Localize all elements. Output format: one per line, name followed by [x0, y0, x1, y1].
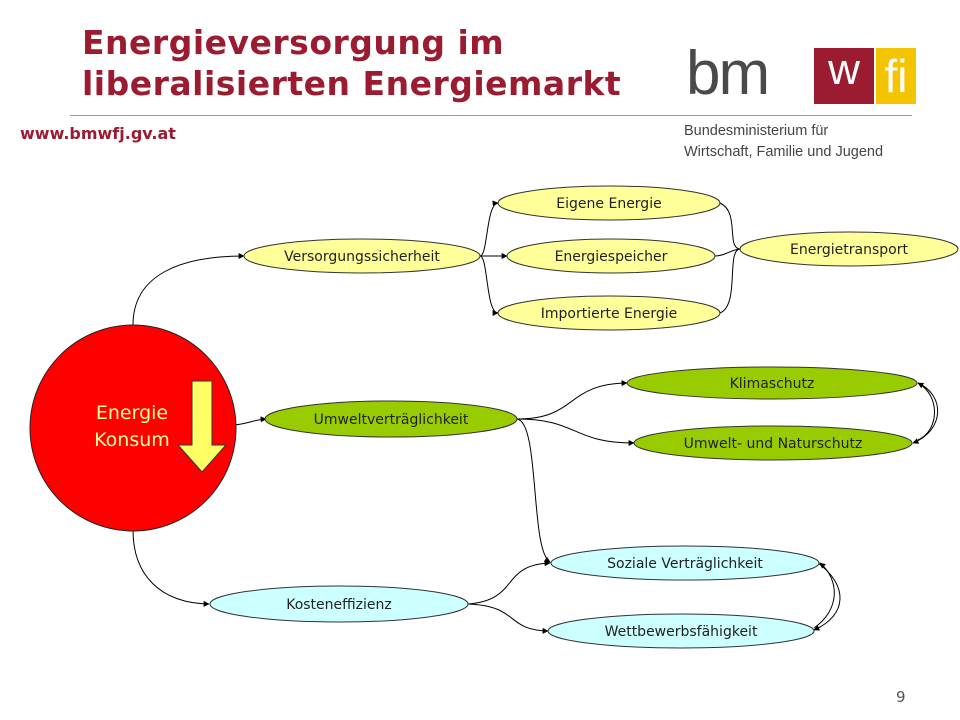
connector-center-versorgung [132, 253, 245, 326]
node-importierte-energie: Importierte Energie [497, 295, 721, 331]
down-arrow-icon [176, 380, 228, 473]
label-versorgungssicherheit: Versorgungssicherheit [284, 249, 440, 265]
node-versorgungssicherheit: Versorgungssicherheit [243, 238, 481, 274]
ministry-line-1: Bundesministerium für [684, 123, 829, 139]
energie-konsum-node: Energie Konsum [29, 324, 237, 532]
label-umwelt-naturschutz: Umwelt- und Naturschutz [684, 436, 863, 452]
connector-umwelt-sozial [516, 418, 551, 563]
connector-center-umwelt [231, 416, 267, 426]
center-label-line2: Konsum [94, 429, 170, 451]
label-soziale-vertraeglichkeit: Soziale Verträglichkeit [607, 556, 763, 572]
label-importierte-energie: Importierte Energie [541, 306, 678, 322]
connector-umwelt-klima [516, 380, 628, 420]
node-umwelt-naturschutz: Umwelt- und Naturschutz [633, 425, 913, 461]
connector-kosten-wettbewerb [467, 603, 549, 634]
label-energiespeicher: Energiespeicher [555, 249, 668, 265]
ministry-line-2: Wirtschaft, Familie und Jugend [684, 144, 884, 160]
website-url: www.bmwfj.gv.at [20, 124, 176, 143]
label-umweltvertraeglichkeit: Umweltverträglichkeit [314, 412, 469, 428]
logo-fi-box: fi [876, 48, 916, 104]
label-wettbewerbsfaehigkeit: Wettbewerbsfähigkeit [605, 624, 758, 640]
label-kosteneffizienz: Kosteneffizienz [286, 597, 392, 613]
node-wettbewerbsfaehigkeit: Wettbewerbsfähigkeit [547, 613, 815, 649]
node-energietransport: Energietransport [739, 231, 959, 267]
connector-kosten-sozial [467, 560, 551, 605]
slide-title: Energieversorgung im liberalisierten Ene… [82, 22, 621, 104]
label-energietransport: Energietransport [790, 242, 908, 258]
connector-klima-natur [912, 382, 939, 444]
logo-w-box: w [814, 48, 874, 104]
connector-sozial-wettbewerb [813, 562, 841, 631]
connector-speicher-transport [714, 248, 741, 257]
connector-versorgung-import [479, 255, 499, 316]
bmwfj-logo: bm w fi [686, 39, 916, 108]
connectors [132, 200, 939, 634]
connector-natur-klima [917, 382, 935, 441]
logo-bm: bm [686, 39, 770, 108]
center-label-line1: Energie [96, 402, 168, 424]
header-divider [70, 115, 912, 116]
connector-wettbewerb-sozial [813, 562, 835, 629]
connector-umwelt-natur [516, 418, 635, 446]
node-soziale-vertraeglichkeit: Soziale Verträglichkeit [550, 545, 820, 581]
title-line-1: Energieversorgung im [82, 23, 505, 62]
connector-versorgung-eigene [479, 200, 499, 257]
label-klimaschutz: Klimaschutz [730, 376, 815, 392]
title-line-2: liberalisierten Energiemarkt [82, 64, 622, 103]
ministry-name: Bundesministerium für Wirtschaft, Famili… [684, 121, 883, 163]
label-eigene-energie: Eigene Energie [556, 196, 661, 212]
node-kosteneffizienz: Kosteneffizienz [209, 585, 469, 623]
connector-center-kosten [132, 529, 210, 607]
node-energiespeicher: Energiespeicher [506, 238, 716, 274]
node-umweltvertraeglichkeit: Umweltverträglichkeit [264, 400, 518, 438]
connector-import-transport [719, 248, 741, 314]
page-number: 9 [896, 688, 906, 706]
node-klimaschutz: Klimaschutz [626, 366, 918, 400]
connector-eigene-transport [719, 202, 741, 250]
node-eigene-energie: Eigene Energie [497, 185, 721, 221]
